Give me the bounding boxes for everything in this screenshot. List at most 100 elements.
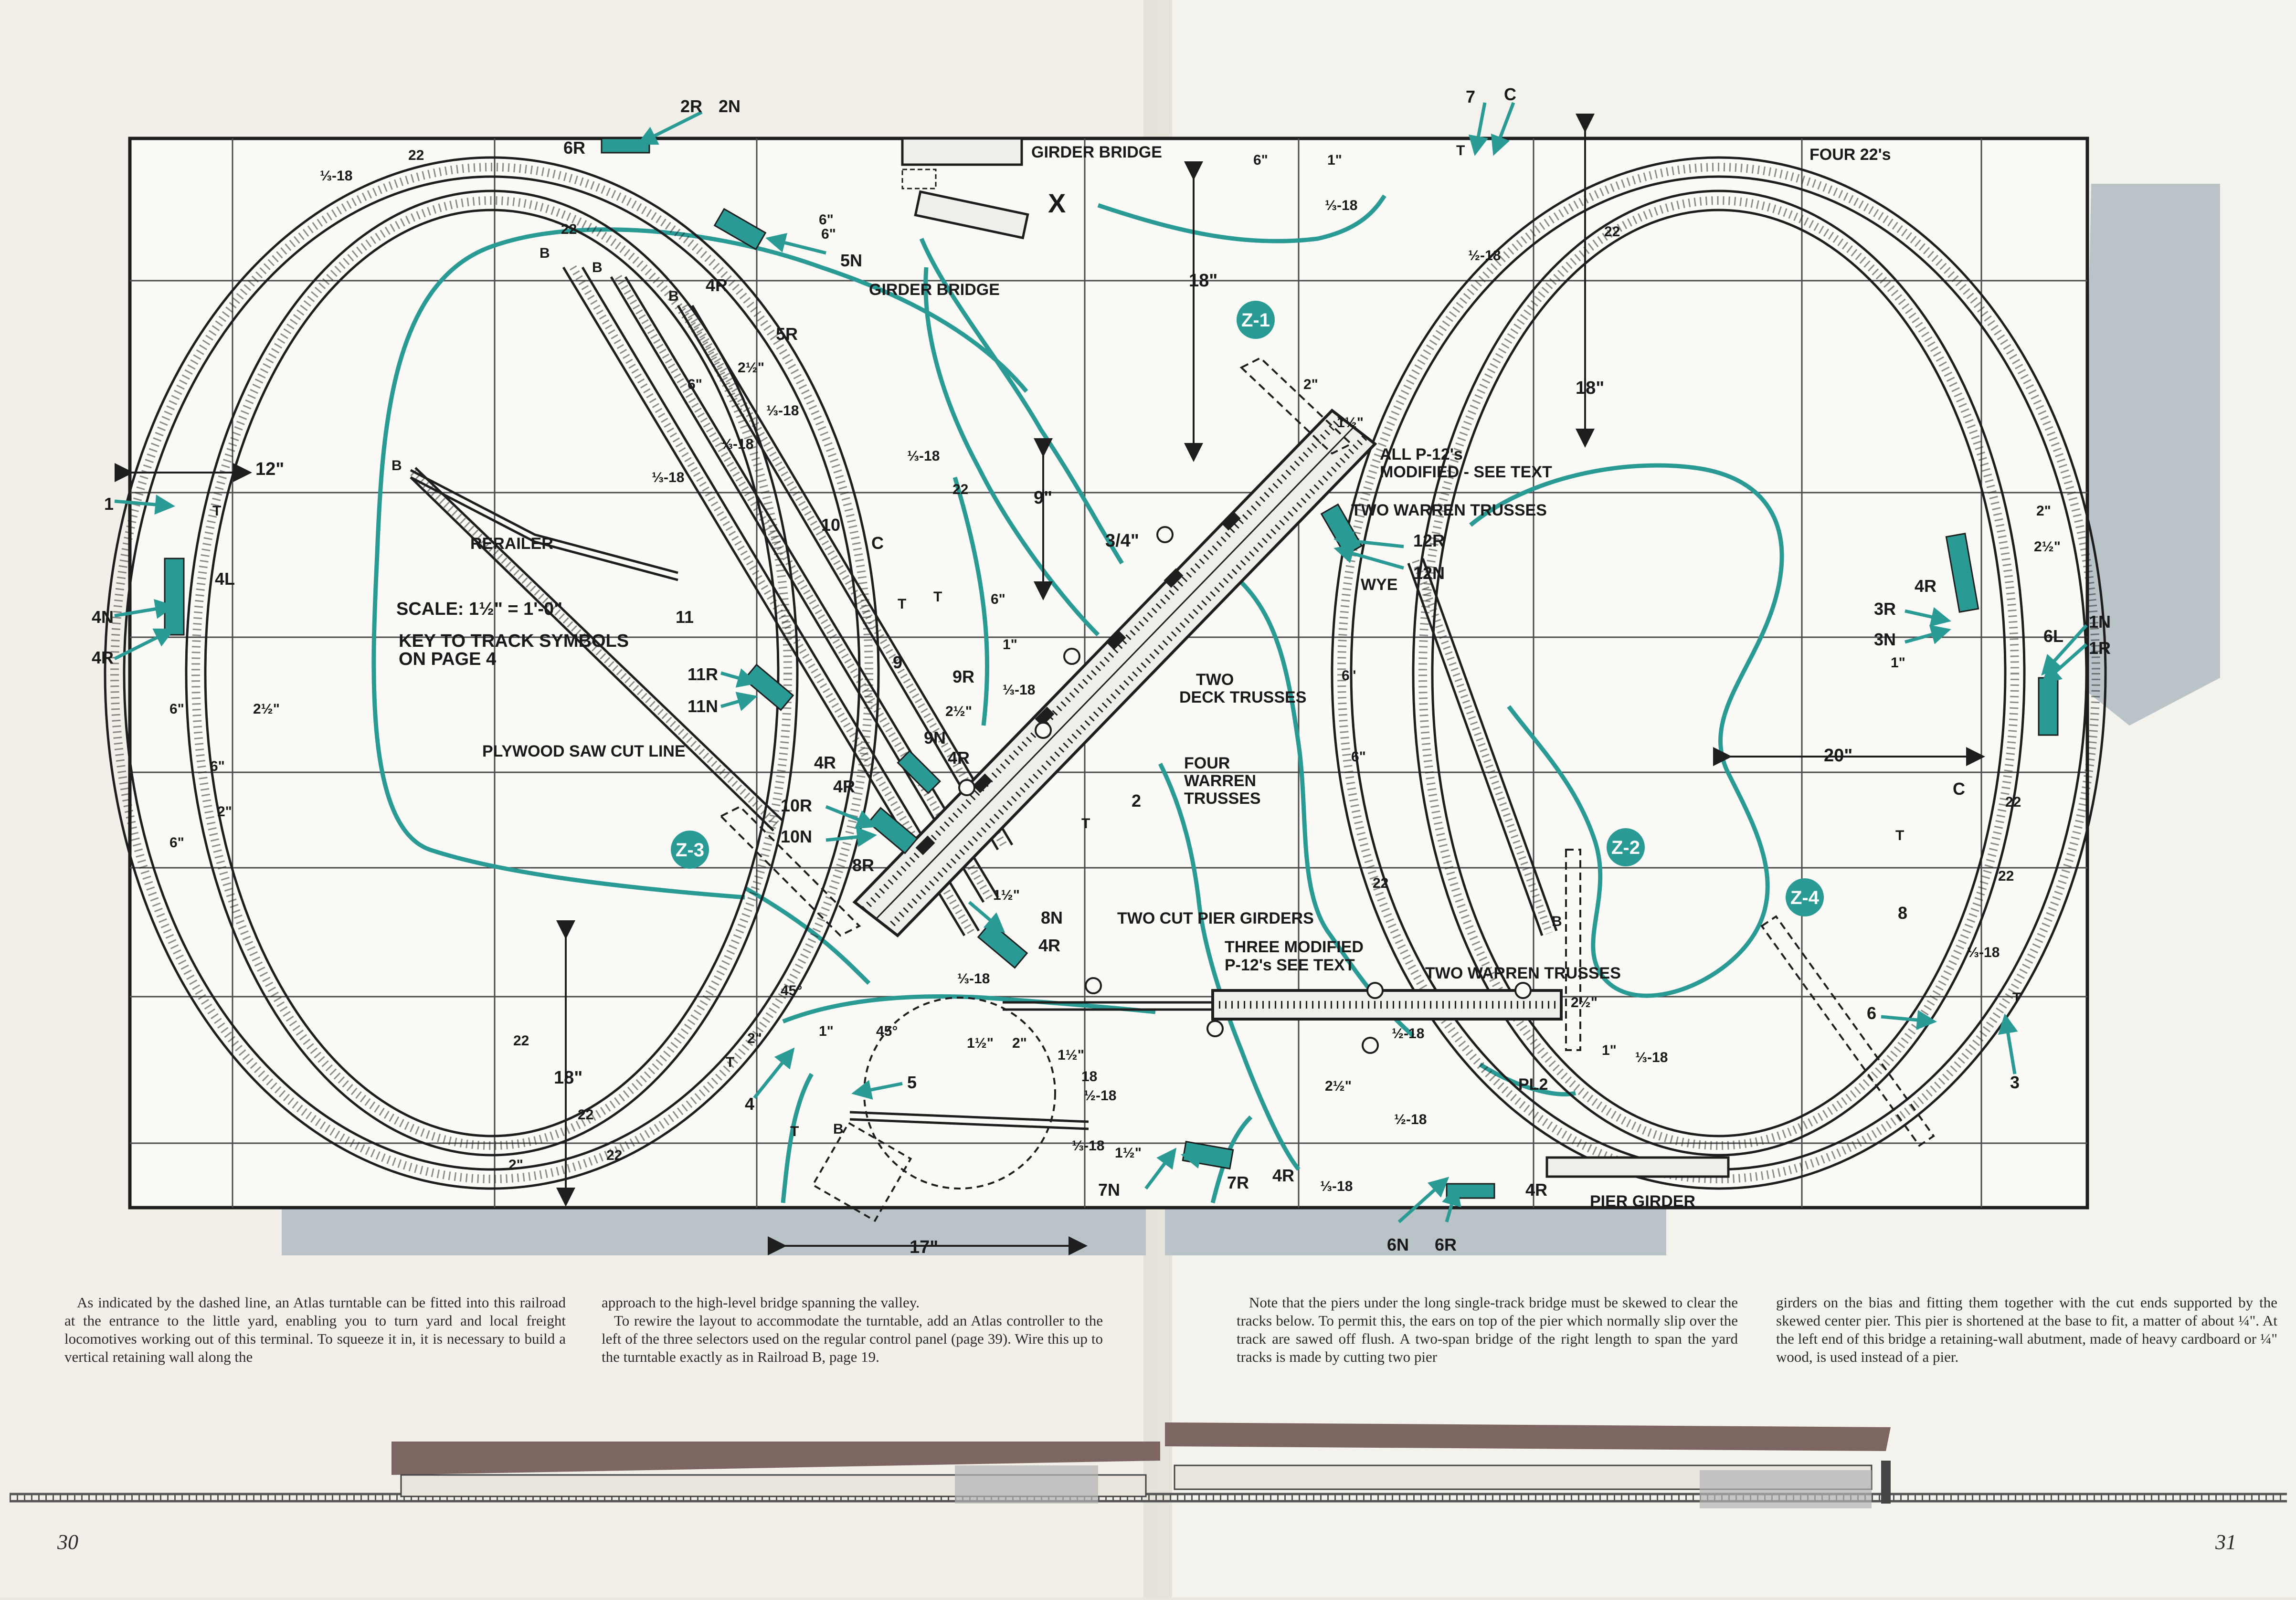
tl-t12-18d: ½-18 xyxy=(1392,1026,1424,1042)
dim-20: 20" xyxy=(1824,746,1852,766)
sw-9: 9 xyxy=(893,653,902,672)
track-labels: 22 ⅓-18 22 6" 6" 2½" ⅓-18 6" ⅓-18 ⅓-18 ⅓… xyxy=(169,147,2061,1194)
switch-pointer-arrows xyxy=(114,102,2088,1223)
sw-11r: 11R xyxy=(688,664,718,684)
label-four-warren-2: WARREN xyxy=(1184,772,1256,790)
key-note-1: KEY TO TRACK SYMBOLS xyxy=(399,631,629,651)
tl-t13-18c: ⅓-18 xyxy=(652,470,684,485)
tl-t212l: 2½" xyxy=(253,701,280,717)
text-column-2-para-b: To rewire the layout to accommodate the … xyxy=(602,1312,1103,1365)
tl-t13-18g: ⅓-18 xyxy=(1325,198,1357,213)
sw-10r: 10R xyxy=(781,796,812,815)
dim-12: 12" xyxy=(255,459,284,479)
label-two-warren-trusses-2: TWO WARREN TRUSSES xyxy=(1425,964,1621,982)
sw-4r-a: 4R xyxy=(706,275,728,295)
sw-8n: 8N xyxy=(1041,908,1063,927)
valley-line-2 xyxy=(919,238,1124,565)
valley-line-6 xyxy=(1158,762,1301,1171)
tl-t13-18f: ⅓-18 xyxy=(1003,682,1035,698)
dim-34: 3/4" xyxy=(1105,531,1139,551)
tl-t112b: 1½" xyxy=(993,887,1020,903)
zone-badge-labels: Z-1 Z-3 Z-2 Z-4 xyxy=(676,310,1820,908)
marker-b-6: B xyxy=(1552,914,1562,929)
sw-4r-right: 4R xyxy=(1915,576,1936,596)
tl-t12-18c: ½-18 xyxy=(1084,1088,1116,1104)
tl-t1in-r: 1" xyxy=(1891,655,1905,671)
tl-t2in-b: 2" xyxy=(747,1031,762,1046)
sw-6r-bottom: 6R xyxy=(1435,1235,1457,1254)
tl-t212a: 2½" xyxy=(738,360,764,376)
valley-line-1 xyxy=(1097,194,1386,243)
sw-12n: 12N xyxy=(1413,563,1445,583)
sw-2r: 2R xyxy=(680,96,702,116)
sw-c-left: C xyxy=(871,533,884,553)
sw-7n: 7N xyxy=(1098,1180,1120,1200)
tl-t112a: 1½" xyxy=(1337,415,1364,431)
marker-t-1: T xyxy=(212,503,221,519)
tl-t6in-l3: 6" xyxy=(169,835,184,851)
tl-t112d: 1½" xyxy=(1058,1047,1084,1063)
sw-c-right: C xyxy=(1953,779,1965,799)
sw-5n: 5N xyxy=(840,251,862,270)
tl-t1in-top: 1" xyxy=(1327,152,1342,168)
tl-t12-18b: ½-18 xyxy=(1394,1112,1427,1127)
tl-t1in-b: 1" xyxy=(819,1023,834,1039)
dim-9: 9" xyxy=(1034,488,1052,508)
marker-t-8: T xyxy=(1895,828,1904,843)
sw-4: 4 xyxy=(745,1094,754,1114)
tl-t1in-c: 1" xyxy=(1602,1042,1617,1058)
dimension-lines xyxy=(115,114,1985,1255)
sw-1r: 1R xyxy=(2089,638,2111,658)
sw-6: 6 xyxy=(1867,1003,1876,1023)
tl-t6in-f: 6" xyxy=(1351,749,1366,765)
label-three-modified-1: THREE MODIFIED xyxy=(1225,938,1364,956)
sw-1: 1 xyxy=(104,494,114,514)
marker-b-4: B xyxy=(668,288,679,304)
valley-line-12 xyxy=(952,476,989,726)
tl-t2in-l: 2" xyxy=(217,804,232,820)
zone-z4: Z-4 xyxy=(1790,887,1820,908)
tl-t6in-a: 6" xyxy=(819,212,834,228)
tl-t45b: 45° xyxy=(876,1023,898,1039)
tl-t112e: 1½" xyxy=(1115,1145,1142,1161)
dim-18-left: 18" xyxy=(554,1068,582,1088)
sw-10: 10 xyxy=(821,515,840,535)
feeder-markers: T T T T T T T T T B B B B B B xyxy=(212,143,2021,1139)
zone-z3: Z-3 xyxy=(676,840,704,861)
label-x-mark: X xyxy=(1048,188,1066,218)
marker-t-4: T xyxy=(898,596,906,612)
label-three-modified-2: P-12's SEE TEXT xyxy=(1225,956,1355,974)
text-column-3-para: Note that the piers under the long singl… xyxy=(1237,1294,1738,1365)
sw-4r-b: 4R xyxy=(814,753,836,772)
text-column-4: girders on the bias and fitting them tog… xyxy=(1776,1294,2277,1366)
label-rerailer: RERAILER xyxy=(470,535,553,553)
tl-t6in-b: 6" xyxy=(821,226,836,242)
valley-line-3 xyxy=(923,267,1100,637)
tl-t212c: 2½" xyxy=(1571,995,1598,1011)
sw-6r-top: 6R xyxy=(563,138,585,158)
text-column-3: Note that the piers under the long singl… xyxy=(1237,1294,1738,1366)
key-note-2: ON PAGE 4 xyxy=(399,649,496,669)
sw-3n: 3N xyxy=(1874,630,1896,649)
tl-t13-18l: ⅓-18 xyxy=(1967,945,2000,960)
sw-1n: 1N xyxy=(2089,612,2111,632)
marker-t-3: T xyxy=(933,589,942,605)
valley-line-8 xyxy=(743,886,871,985)
plywood-saw-cut-line xyxy=(371,227,1028,900)
label-pl2: PL2 xyxy=(1518,1075,1548,1094)
sw-8r: 8R xyxy=(852,855,874,875)
tl-t13-18e: ⅓-18 xyxy=(721,436,753,452)
zone-z2: Z-2 xyxy=(1611,837,1640,858)
structure-labels: GIRDER BRIDGE GIRDER BRIDGE X ALL P-12's… xyxy=(470,143,1891,1211)
label-two-cut-pier-girders: TWO CUT PIER GIRDERS xyxy=(1117,909,1314,927)
tl-t13-18j: ⅓-18 xyxy=(1072,1138,1104,1154)
tl-t22-r: 22 xyxy=(2005,794,2021,810)
sw-4r-d: 4R xyxy=(948,748,970,768)
tl-t18-b: 18 xyxy=(1081,1069,1097,1084)
tl-t112c: 1½" xyxy=(967,1035,994,1051)
train-strip xyxy=(10,1422,2287,1508)
sw-8: 8 xyxy=(1898,903,1907,923)
tl-t6in-top: 6" xyxy=(1253,152,1268,168)
